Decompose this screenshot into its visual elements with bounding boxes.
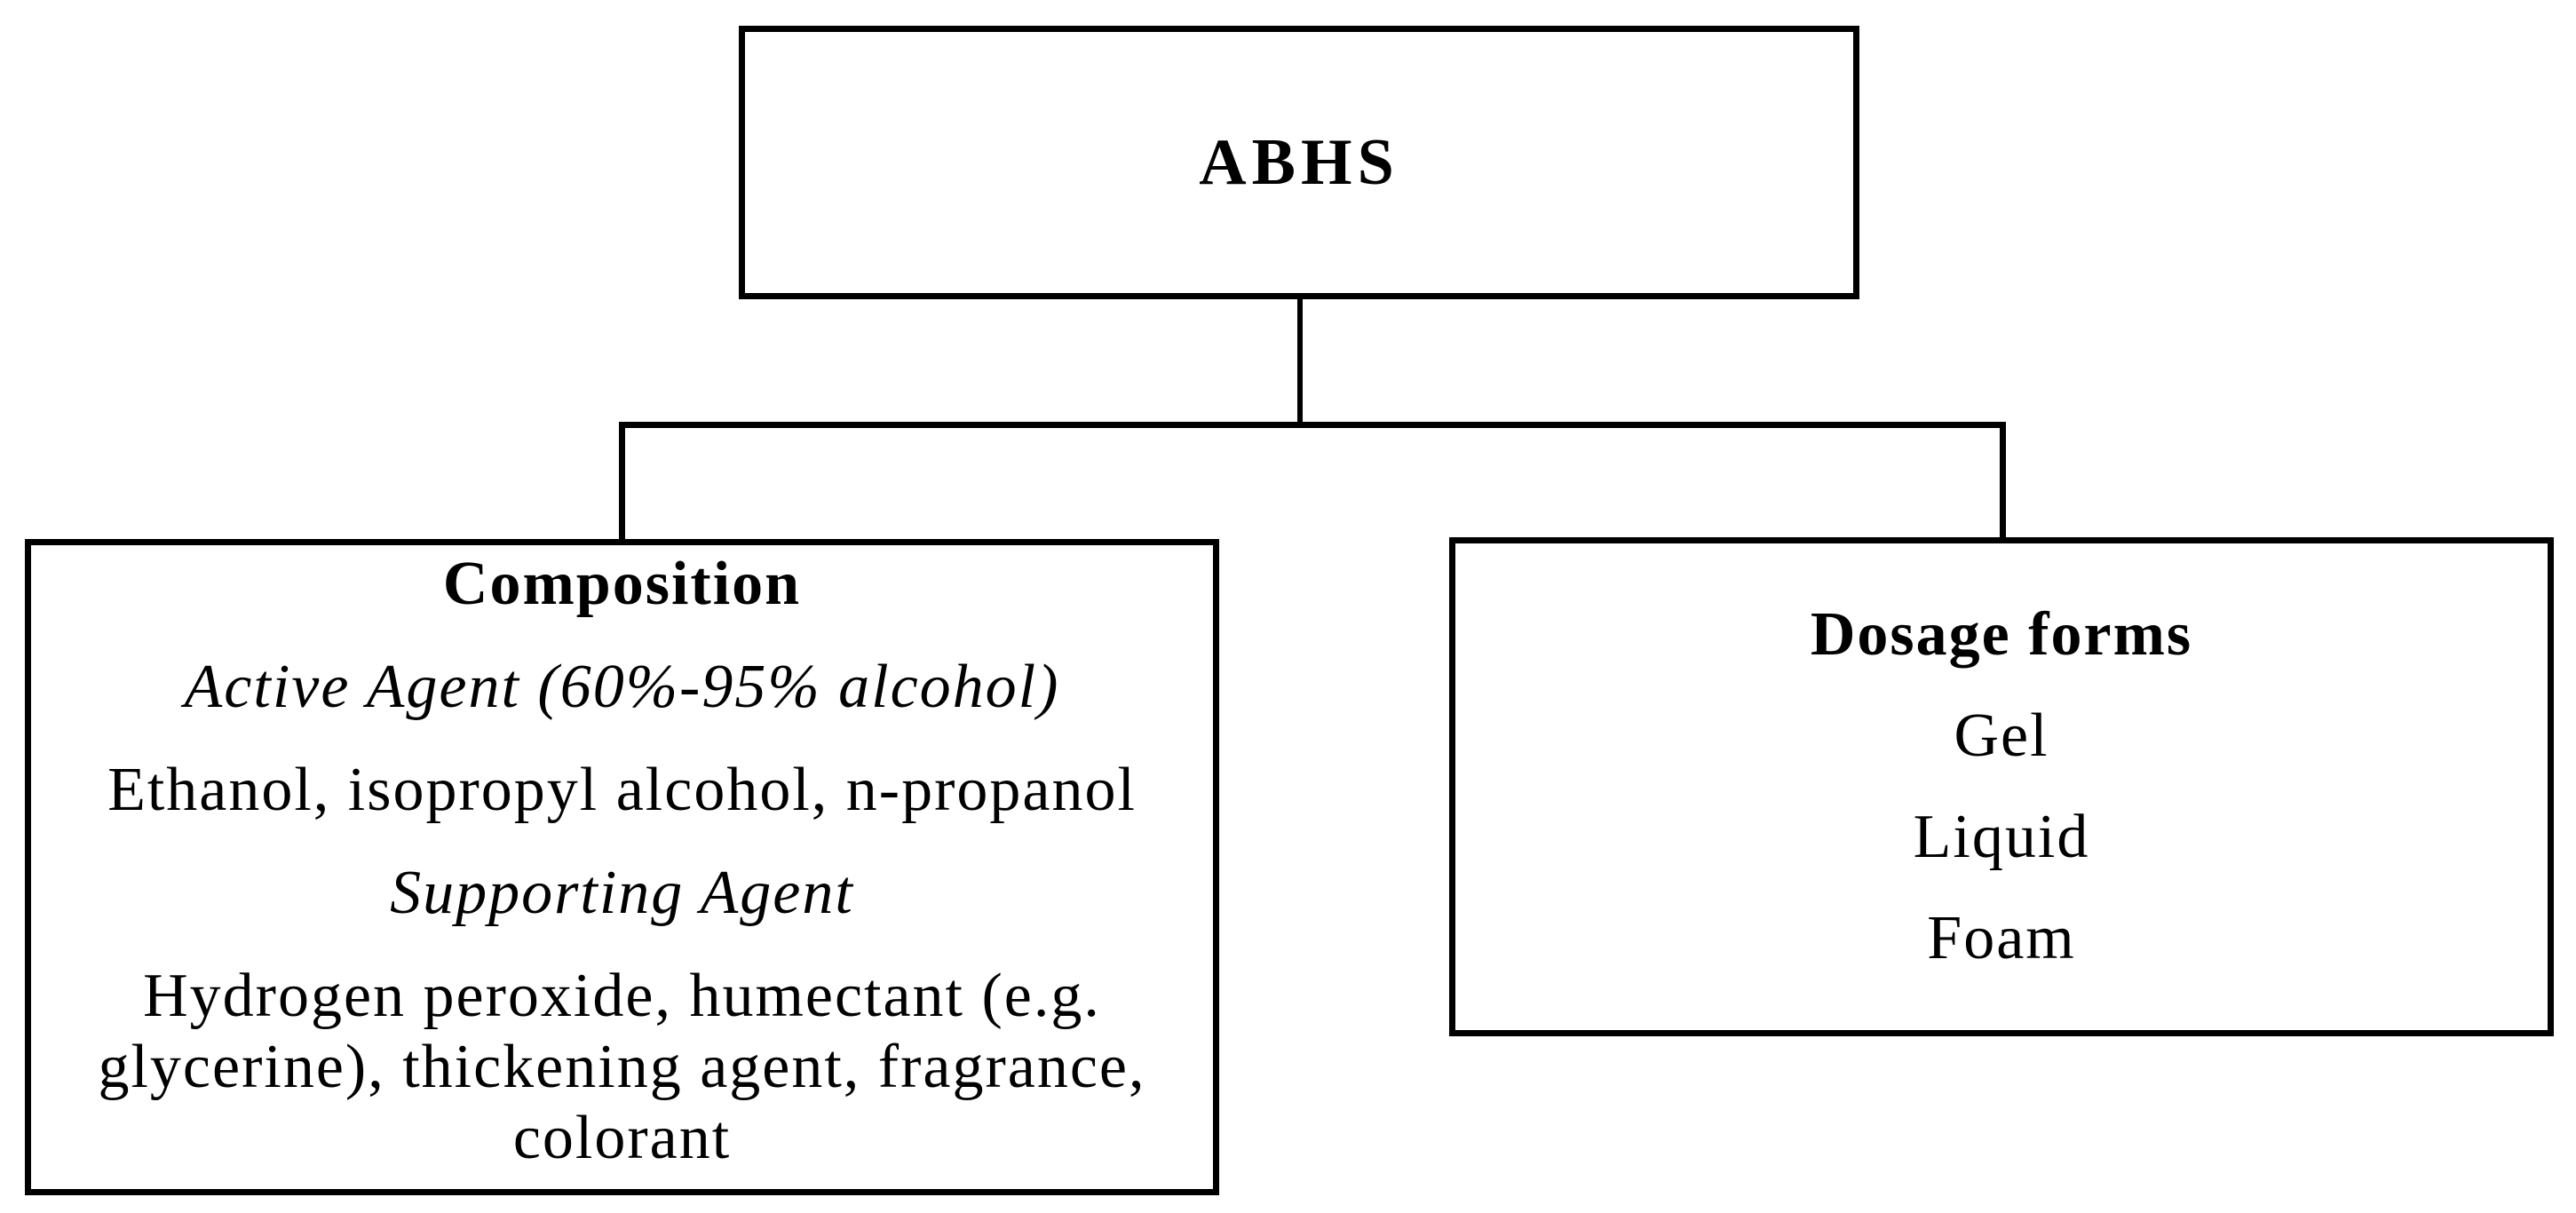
supporting-agent-detail: Hydrogen peroxide, humectant (e.g. glyce… [98,962,1146,1172]
connector-horizontal-bar [619,422,2006,428]
dosage-forms-title: Dosage forms [1810,600,2193,669]
dosage-form-item-foam: Foam [1927,904,2076,972]
supporting-agent-heading: Supporting Agent [390,859,854,927]
connector-root-stem [1297,297,1303,424]
root-node-label: ABHS [1199,125,1399,199]
active-agent-detail: Ethanol, isopropyl alcohol, n-propanol [107,756,1137,824]
node-composition: Composition Active Agent (60%-95% alcoho… [25,539,1219,1195]
dosage-form-item-liquid: Liquid [1913,803,2090,871]
node-dosage-forms: Dosage forms Gel Liquid Foam [1449,537,2554,1036]
active-agent-heading: Active Agent (60%-95% alcohol) [184,653,1060,721]
composition-title: Composition [442,550,802,618]
dosage-form-item-gel: Gel [1954,702,2049,770]
connector-drop-composition [619,424,625,543]
connector-drop-dosage-forms [2000,424,2006,542]
root-node-abhs: ABHS [739,26,1859,299]
